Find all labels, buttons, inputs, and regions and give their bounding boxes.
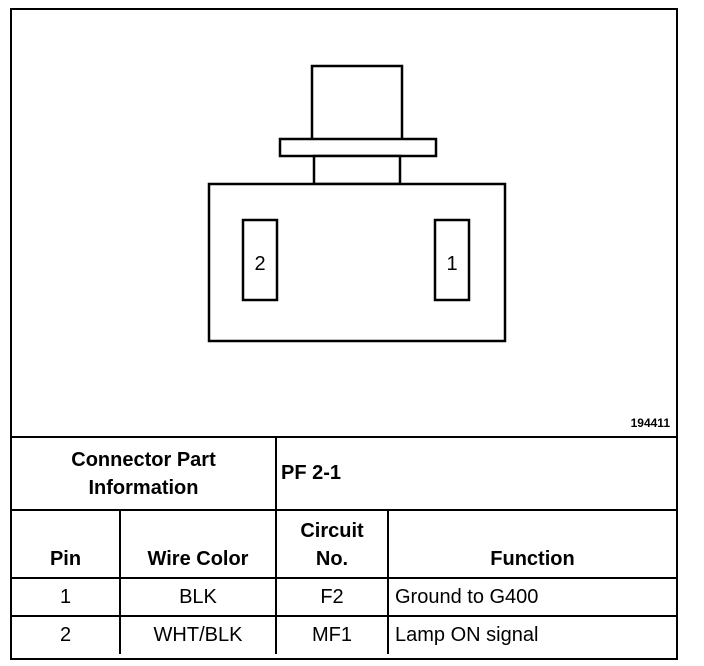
cell-pin: 1 xyxy=(12,577,121,617)
cell-wire-color: BLK xyxy=(119,577,277,617)
part-info-label-line1: Connector Part xyxy=(71,448,216,471)
header-wire-color: Wire Color xyxy=(119,509,277,579)
cell-function: Ground to G400 xyxy=(387,577,676,617)
header-function: Function xyxy=(387,509,676,579)
pin-label-1: 1 xyxy=(446,253,457,275)
cell-circuit: F2 xyxy=(275,577,389,617)
connector-neck xyxy=(312,154,402,186)
cell-circuit: MF1 xyxy=(275,615,389,654)
header-circuit: Circuit No. xyxy=(275,509,389,579)
part-info-label-line2: Information xyxy=(88,476,199,499)
connector-info-table: Connector Part Information PF 2-1 Pin Wi… xyxy=(12,438,676,654)
connector-diagram: 2 1 194411 xyxy=(12,10,676,438)
header-row: Pin Wire Color Circuit No. Function xyxy=(12,509,676,579)
header-circuit-line1: Circuit xyxy=(300,520,364,542)
connector-tab xyxy=(310,64,404,148)
connector-latch xyxy=(278,137,438,158)
part-info-label: Connector Part Information xyxy=(12,438,277,511)
header-circuit-line2: No. xyxy=(315,548,349,570)
part-info-row: Connector Part Information PF 2-1 xyxy=(12,438,676,511)
figure-id: 194411 xyxy=(630,416,670,430)
table-row: 1 BLK F2 Ground to G400 xyxy=(12,577,676,617)
pin-cavity-2 xyxy=(241,218,279,302)
connector-sheet: 2 1 194411 Connector Part Information PF… xyxy=(10,8,678,660)
part-info-value: PF 2-1 xyxy=(275,438,676,511)
pin-label-2: 2 xyxy=(254,253,265,275)
header-pin: Pin xyxy=(12,509,121,579)
cell-wire-color: WHT/BLK xyxy=(119,615,277,654)
connector-drawing: 2 1 xyxy=(207,64,507,343)
table-row: 2 WHT/BLK MF1 Lamp ON signal xyxy=(12,615,676,654)
cell-pin: 2 xyxy=(12,615,121,654)
cell-function: Lamp ON signal xyxy=(387,615,676,654)
pin-cavity-1 xyxy=(433,218,471,302)
